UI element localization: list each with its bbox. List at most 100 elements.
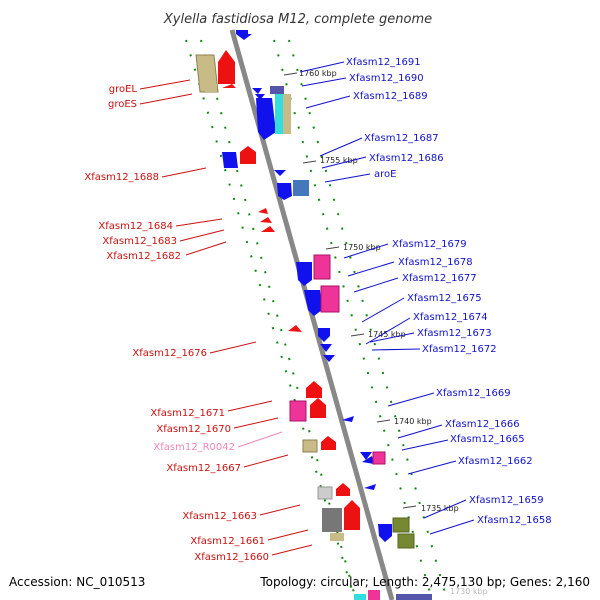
scale-label-1750: 1750 kbp (343, 243, 381, 252)
gene-box-groEL[interactable] (195, 54, 219, 93)
gene-label-1672[interactable]: Xfasm12_1672 (422, 344, 497, 355)
leader-1672 (371, 348, 421, 351)
gene-arrow-1677[interactable] (304, 290, 322, 316)
gene-arrow-1663[interactable] (336, 483, 350, 496)
leader-1663 (259, 504, 301, 516)
leader-1669 (387, 392, 435, 407)
gene-label-1666[interactable]: Xfasm12_1666 (445, 419, 520, 430)
gene-arrow-1665[interactable] (362, 456, 374, 464)
gene-arrow-1674[interactable] (318, 328, 330, 342)
gene-arrow-1690[interactable] (255, 94, 265, 100)
leader-1682 (185, 241, 227, 256)
scale-tick-1750 (325, 246, 340, 250)
gene-label-1674[interactable]: Xfasm12_1674 (413, 312, 488, 323)
gene-label-1679[interactable]: Xfasm12_1679 (392, 239, 467, 250)
gene-arrow-1688[interactable] (240, 146, 256, 164)
gene-arrow-groEL[interactable] (218, 50, 235, 84)
gene-arrow-1672[interactable] (323, 355, 335, 362)
gene-box-1675[interactable] (320, 285, 340, 313)
gene-box-groES[interactable] (205, 84, 217, 92)
gene-arrow-1659[interactable] (378, 524, 392, 542)
gene-arrow-1686[interactable] (277, 183, 292, 200)
gene-box-1661[interactable] (322, 508, 342, 532)
gene-box-1691[interactable] (270, 86, 284, 94)
gene-box-1658[interactable] (397, 533, 415, 549)
gene-box-1678[interactable] (313, 254, 331, 280)
leader-1674 (365, 317, 411, 345)
gene-label-groES[interactable]: groES (108, 99, 137, 110)
gene-arrow-1691[interactable] (252, 88, 262, 94)
gene-arrow-1684[interactable] (258, 208, 268, 214)
leader-1659 (423, 499, 467, 519)
gene-arrow-1662[interactable] (364, 484, 376, 490)
gene-box-bottom-cyan[interactable] (354, 594, 366, 600)
gene-label-aroE[interactable]: aroE (374, 169, 396, 180)
gene-label-1659[interactable]: Xfasm12_1659 (469, 495, 544, 506)
gene-label-R0042[interactable]: Xfasm12_R0042 (153, 442, 235, 453)
gene-arrow-1676[interactable] (288, 325, 302, 332)
leader-1667 (243, 454, 289, 468)
gene-arrow-1687[interactable] (274, 170, 286, 176)
gene-arrow-1671[interactable] (306, 381, 322, 398)
gene-arrow-1666[interactable] (360, 452, 372, 460)
gene-label-1675[interactable]: Xfasm12_1675 (407, 293, 482, 304)
gene-arrow-reverse[interactable] (236, 30, 252, 40)
gene-arrow-1667[interactable] (321, 436, 336, 450)
gene-box-1663[interactable] (317, 486, 333, 500)
leader-1691 (299, 61, 345, 73)
leader-1673 (369, 332, 415, 343)
gene-box-1688[interactable] (222, 152, 238, 168)
gene-label-1669[interactable]: Xfasm12_1669 (436, 388, 511, 399)
gene-arrow-1689[interactable] (256, 98, 276, 140)
gene-label-1682[interactable]: Xfasm12_1682 (106, 251, 181, 262)
leader-1660 (271, 544, 313, 556)
gene-box-aroE[interactable] (293, 180, 309, 196)
gene-box-1670[interactable] (289, 400, 307, 422)
gene-arrow-1683[interactable] (260, 217, 272, 223)
gene-label-1661[interactable]: Xfasm12_1661 (190, 536, 265, 547)
gene-box-1689-cyan[interactable] (275, 94, 283, 134)
gene-box-1667[interactable] (302, 439, 318, 453)
gene-box-1689-tan[interactable] (283, 94, 291, 134)
gene-box-1659[interactable] (392, 517, 410, 533)
gene-arrow-1670[interactable] (310, 398, 326, 418)
scale-label-1730: 1730 kbp (450, 587, 488, 596)
leader-1689 (305, 95, 351, 109)
gene-label-1667[interactable]: Xfasm12_1667 (166, 463, 241, 474)
gene-box-bottom-pink[interactable] (368, 590, 380, 600)
gene-arrow-groES[interactable] (222, 84, 236, 88)
gene-label-1686[interactable]: Xfasm12_1686 (369, 153, 444, 164)
gene-label-1676[interactable]: Xfasm12_1676 (132, 348, 207, 359)
gene-features (195, 30, 432, 600)
leader-1658 (429, 519, 475, 535)
leader-1671 (227, 400, 273, 412)
gene-label-1670[interactable]: Xfasm12_1670 (156, 424, 231, 435)
gene-label-1690[interactable]: Xfasm12_1690 (349, 73, 424, 84)
gene-arrow-1661[interactable] (344, 500, 360, 530)
gene-box-bottom-purple[interactable] (396, 594, 432, 600)
gene-arrow-1682[interactable] (261, 226, 275, 232)
gene-label-1684[interactable]: Xfasm12_1684 (98, 221, 173, 232)
gene-label-1689[interactable]: Xfasm12_1689 (353, 91, 428, 102)
left-leader-lines (139, 79, 313, 556)
gene-label-1665[interactable]: Xfasm12_1665 (450, 434, 525, 445)
gene-label-1671[interactable]: Xfasm12_1671 (150, 408, 225, 419)
gene-label-1683[interactable]: Xfasm12_1683 (102, 236, 177, 247)
gene-arrow-1673[interactable] (320, 344, 332, 352)
gene-label-1663[interactable]: Xfasm12_1663 (182, 511, 257, 522)
gene-label-1673[interactable]: Xfasm12_1673 (417, 328, 492, 339)
gene-label-1691[interactable]: Xfasm12_1691 (346, 57, 421, 68)
gene-arrow-1669[interactable] (342, 416, 354, 422)
gene-label-1678[interactable]: Xfasm12_1678 (398, 257, 473, 268)
gene-label-1660[interactable]: Xfasm12_1660 (194, 552, 269, 563)
gene-label-groEL[interactable]: groEL (109, 84, 138, 95)
gene-box-1660[interactable] (330, 533, 344, 541)
gene-label-1658[interactable]: Xfasm12_1658 (477, 515, 552, 526)
scale-ticks (283, 72, 417, 509)
gene-label-1677[interactable]: Xfasm12_1677 (402, 273, 477, 284)
gene-box-1665[interactable] (372, 451, 386, 465)
gene-arrow-1679[interactable] (296, 262, 312, 286)
gene-label-1688[interactable]: Xfasm12_1688 (84, 172, 159, 183)
gene-label-1662[interactable]: Xfasm12_1662 (458, 456, 533, 467)
gene-label-1687[interactable]: Xfasm12_1687 (364, 133, 439, 144)
